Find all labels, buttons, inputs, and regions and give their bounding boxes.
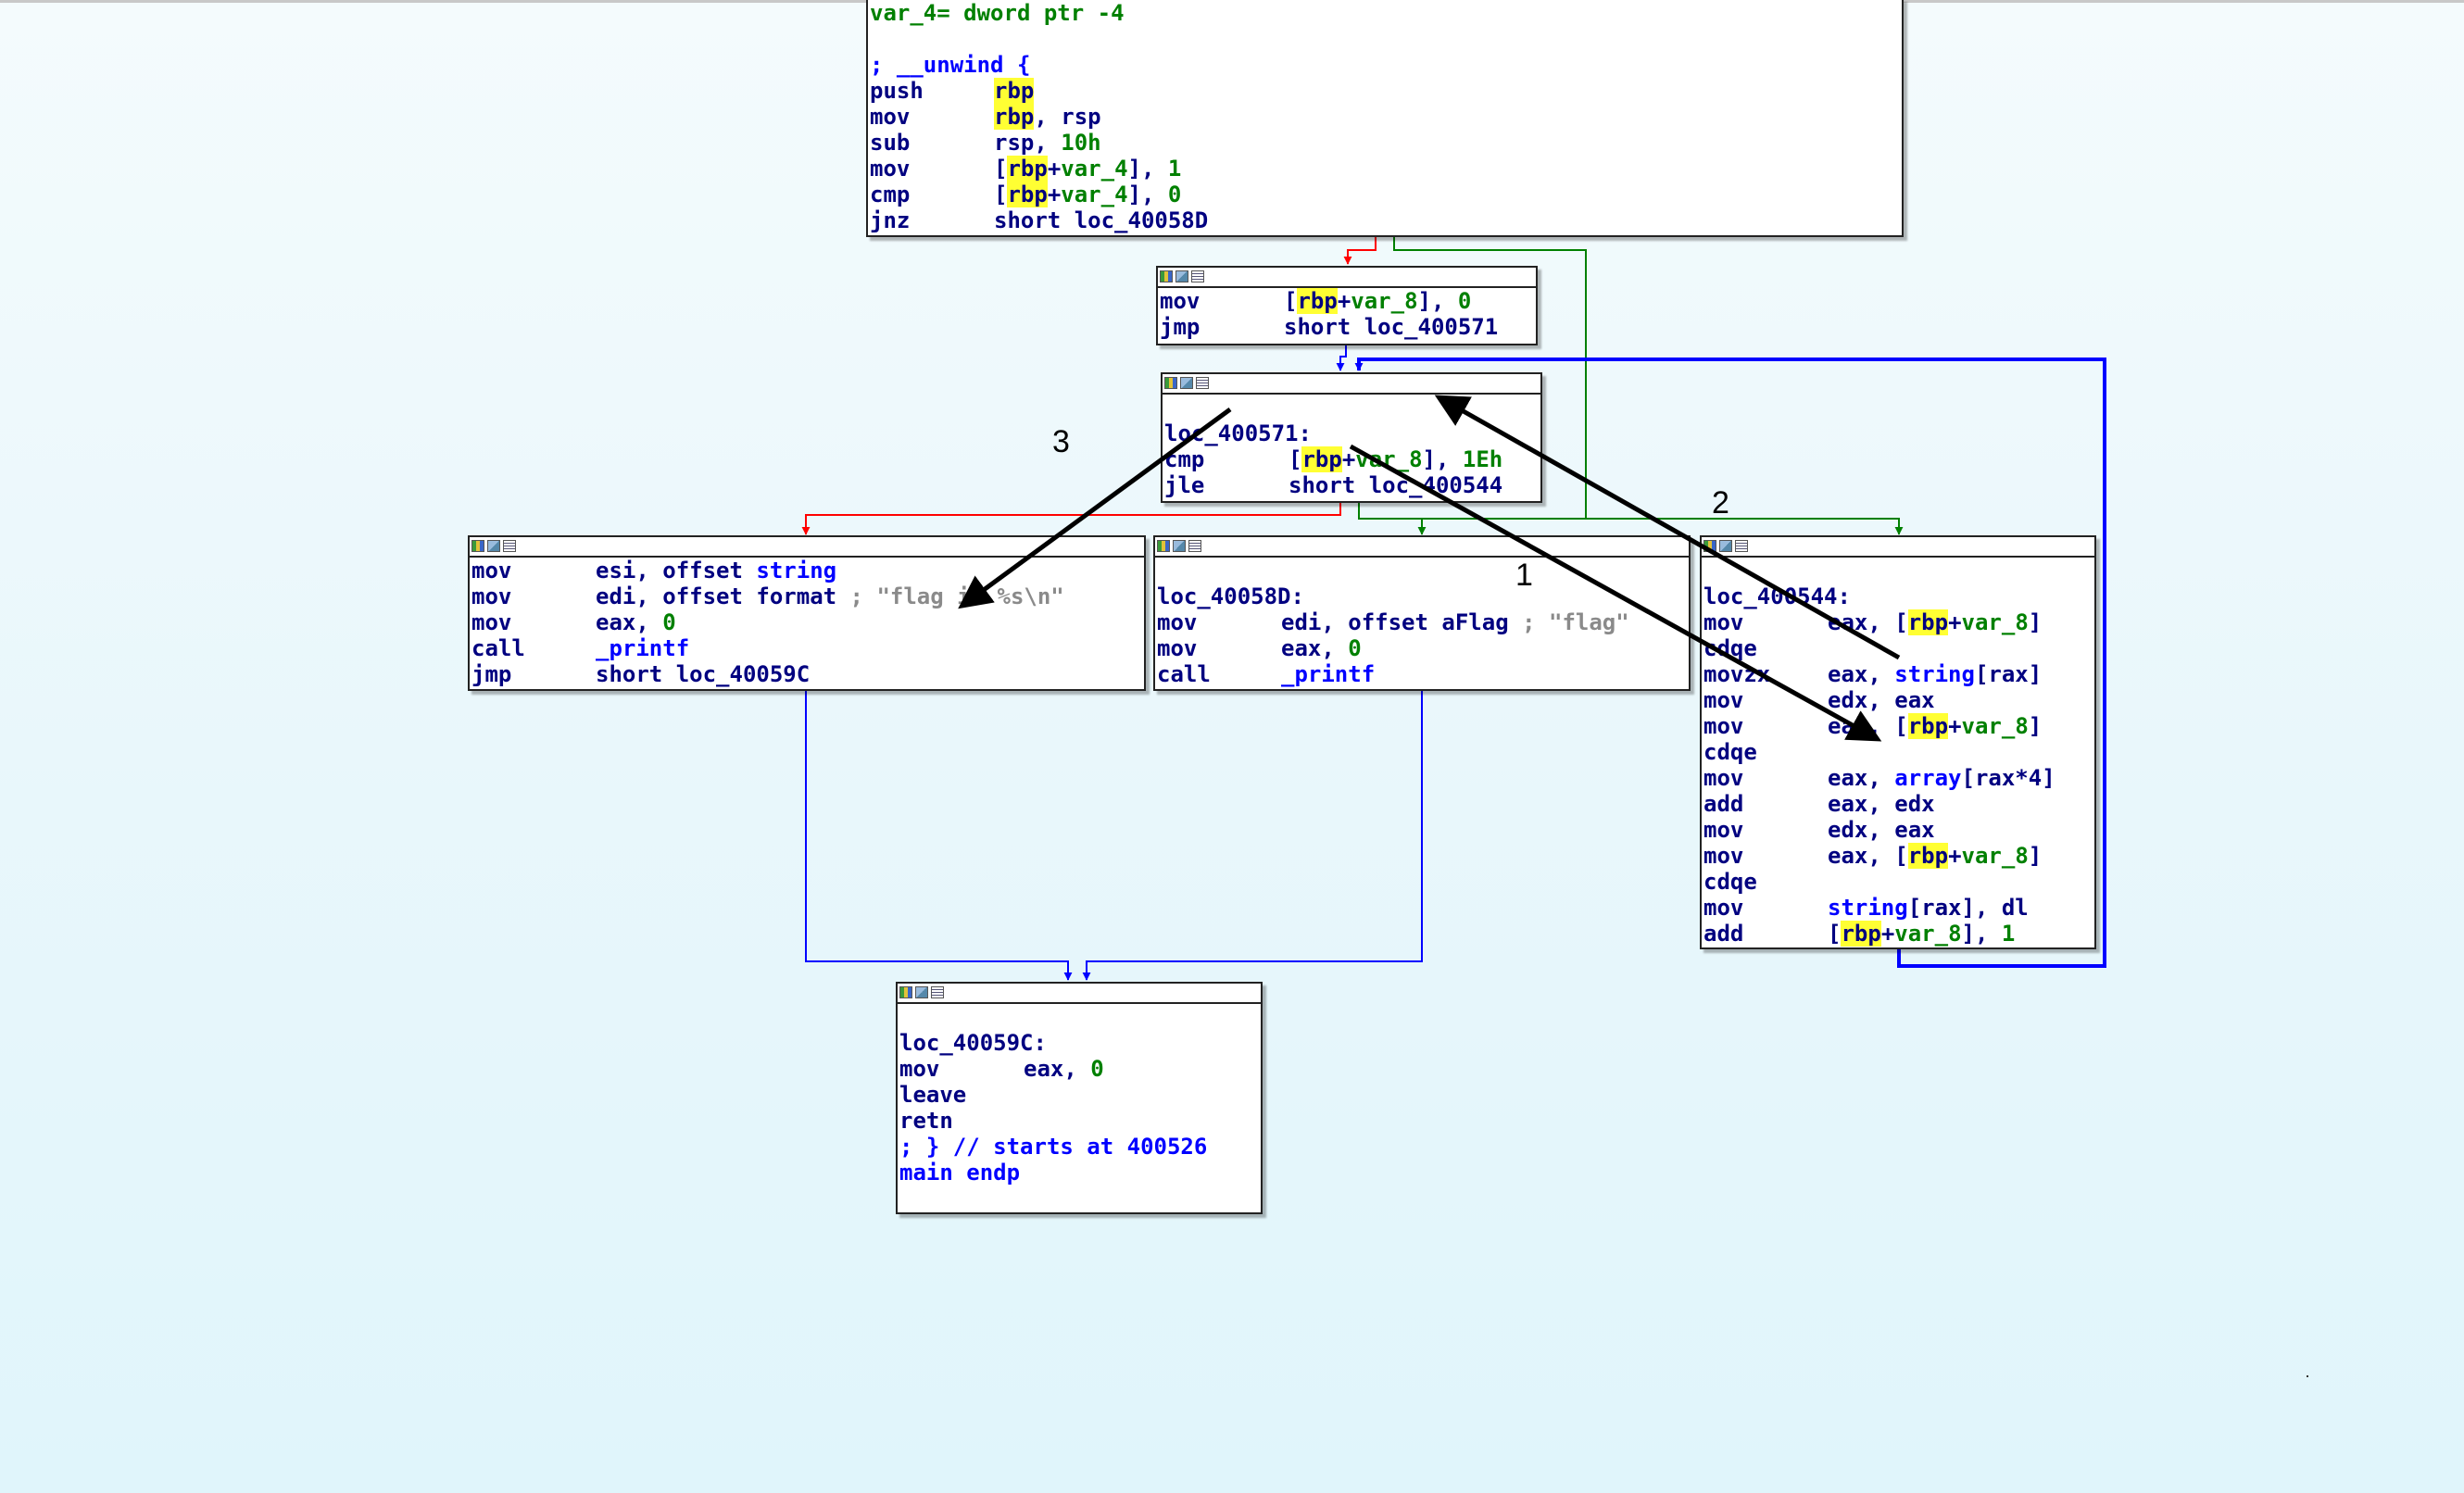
graph-icon[interactable] [1160,270,1173,282]
node-header [1155,537,1689,558]
annotation-number-1: 1 [1515,558,1533,593]
block-label[interactable]: loc_40059C: [899,1030,1047,1056]
node-header [1163,374,1540,395]
edge-top-to-print-flag [1393,237,1587,535]
list-icon[interactable] [1735,540,1748,552]
edge-init-to-loop [1336,345,1347,371]
graph-icon[interactable] [471,540,484,552]
instruction-line[interactable]: mov[rbp+var_4], 1 [870,156,1182,182]
edge-body-to-loop [1354,358,2106,968]
node-header [1702,537,2094,558]
annotation-arrow-1 [1349,444,1882,742]
var-decl-line: var_4= dword ptr -4 [870,0,1125,26]
edge-loop-to-body [1358,503,1904,535]
instruction-line[interactable]: cdqe [1703,869,1757,895]
image-icon[interactable] [915,986,928,998]
instruction-line[interactable]: cmp[rbp+var_4], 0 [870,182,1182,207]
edge-loop-to-print-string [801,503,1341,535]
instruction-line[interactable]: call_printf [471,635,690,661]
graph-icon[interactable] [899,986,912,998]
edge-print-flag-to-exit [1082,691,1423,981]
node-header [1158,268,1536,288]
list-icon[interactable] [1196,377,1209,389]
graph-icon[interactable] [1164,377,1177,389]
annotation-arrow-3 [958,407,1232,609]
edge-top-to-init [1343,237,1377,265]
end-comment: ; } // starts at 400526 [899,1134,1208,1160]
block-label[interactable]: loc_40058D: [1157,583,1304,609]
edge-print-string-to-exit [805,691,1073,981]
list-icon[interactable] [931,986,944,998]
annotation-number-2: 2 [1712,485,1729,521]
list-icon[interactable] [503,540,516,552]
instruction-line[interactable]: retn [899,1108,953,1134]
proc-end: main endp [899,1160,1021,1186]
node-header [898,984,1261,1004]
stray-dot [2307,1375,2308,1377]
image-icon[interactable] [487,540,500,552]
instruction-line[interactable]: call_printf [1157,661,1376,687]
list-icon[interactable] [1191,270,1204,282]
instruction-line[interactable]: leave [899,1082,967,1108]
node-header [470,537,1144,558]
string-comment: ; "flag" [1522,609,1629,635]
image-icon[interactable] [1173,540,1186,552]
image-icon[interactable] [1180,377,1193,389]
instruction-line[interactable]: mov[rbp+var_8], 0 [1160,288,1472,314]
annotation-number-3: 3 [1052,424,1070,459]
image-icon[interactable] [1719,540,1732,552]
unwind-line: ; __unwind { [870,52,1031,78]
image-icon[interactable] [1175,270,1188,282]
annotation-arrow-2 [1434,395,1901,660]
instruction-line[interactable]: cdqe [1703,739,1757,765]
graph-icon[interactable] [1157,540,1170,552]
instruction-line[interactable]: add[rbp+var_8], 1 [1703,921,2016,947]
list-icon[interactable] [1188,540,1201,552]
